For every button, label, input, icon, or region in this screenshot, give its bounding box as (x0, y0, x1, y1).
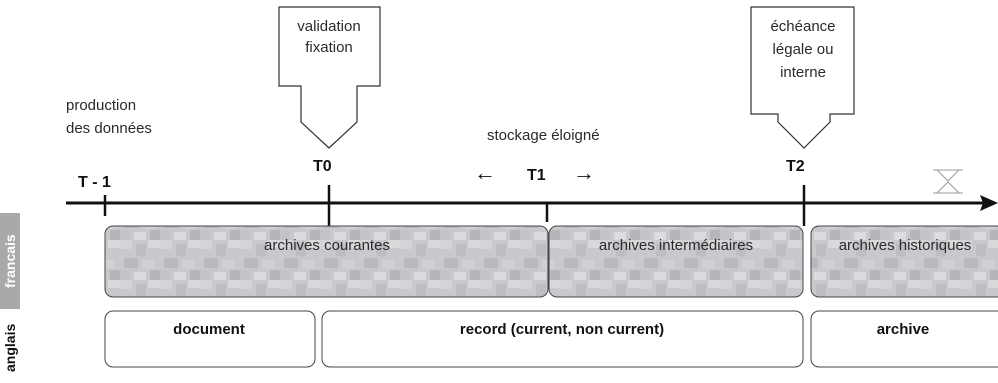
timeline-arrowhead (980, 195, 998, 211)
term-label-document: document (173, 321, 245, 338)
time-label-t-minus-1: T - 1 (78, 174, 111, 191)
phase-label-historical: archives historiques (839, 237, 972, 254)
term-box-record (321, 310, 804, 368)
term-box-document (104, 310, 316, 368)
term-label-archive: archive (877, 321, 930, 338)
callout-t2-line-3: interne (780, 64, 826, 81)
time-label-t1: T1 (527, 167, 546, 184)
term-label-record: record (current, non current) (460, 321, 664, 338)
time-label-t2: T2 (786, 158, 805, 175)
storage-label: stockage éloigné (487, 127, 600, 144)
time-label-t0: T0 (313, 158, 332, 175)
callout-arrow-t2 (750, 6, 855, 149)
phase-box-current (104, 225, 549, 298)
callout-t2-line-1: échéance (770, 18, 835, 35)
callout-t2-line-2: légale ou (773, 41, 834, 58)
callout-t0-line-2: fixation (305, 39, 353, 56)
production-label-line-2: des données (66, 120, 152, 137)
callout-arrow-t0 (278, 6, 381, 149)
phase-label-intermediate: archives intermédiaires (599, 237, 753, 254)
production-label-line-1: production (66, 97, 136, 114)
callout-t0-line-1: validation (297, 18, 360, 35)
hourglass-icon (933, 169, 963, 194)
arrow-left-icon: ← (474, 160, 496, 185)
term-box-archive (810, 310, 998, 368)
arrow-right-icon: → (573, 160, 595, 185)
phase-label-current: archives courantes (264, 237, 390, 254)
phase-box-intermediate (548, 225, 804, 298)
phase-box-historical (810, 225, 998, 298)
